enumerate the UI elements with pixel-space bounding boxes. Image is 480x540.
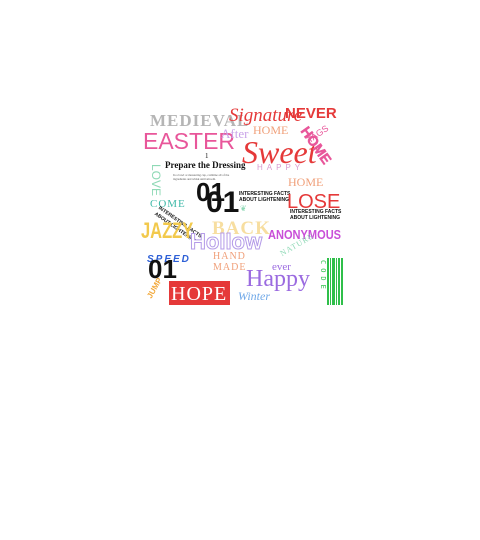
signature-word: Signature bbox=[229, 105, 303, 126]
step-number: 1 bbox=[205, 152, 209, 160]
ever-word: ever bbox=[272, 261, 291, 273]
made-word: MADE bbox=[213, 262, 247, 273]
come-word: COME bbox=[150, 198, 186, 210]
prepare-title: Prepare the Dressing bbox=[165, 160, 246, 170]
hope-word: HOPE bbox=[171, 283, 228, 305]
happy-small-word: HAPPY bbox=[257, 163, 305, 172]
easter-word: EASTER bbox=[143, 128, 236, 154]
barcode-graphic bbox=[327, 258, 343, 305]
lose-word: LOSE bbox=[287, 191, 341, 213]
medieval-word: MEDIEVAL bbox=[150, 111, 250, 130]
number-large: 01 bbox=[206, 186, 240, 219]
number-small: 01 bbox=[196, 177, 225, 207]
happy-word: Happy bbox=[246, 266, 310, 292]
facts-1-line2: ABOUT LIGHTENING bbox=[239, 197, 289, 203]
speed-word: SPEED bbox=[147, 254, 191, 265]
back-word: BACK bbox=[212, 218, 271, 239]
prepare-text: In a bowl or measuring cup, combine all … bbox=[173, 173, 230, 181]
winter-word: Winter bbox=[238, 289, 270, 303]
hand-word: HAND bbox=[213, 251, 246, 262]
number-bottom: 01 bbox=[148, 254, 177, 284]
home-top-word: HOME bbox=[253, 123, 289, 137]
code-vertical-word: CODE bbox=[319, 260, 327, 293]
jazzy-word: JAZZY bbox=[141, 218, 194, 243]
hollow-word: Hollow bbox=[189, 229, 263, 254]
leaf-scribble: ❦ bbox=[240, 204, 247, 213]
word-collage bbox=[140, 100, 350, 312]
home-right-word: HOME bbox=[288, 175, 324, 189]
sweet-word: Sweet bbox=[242, 134, 317, 170]
never-word: NEVER bbox=[285, 105, 337, 122]
facts-1-line1: INTERESTING FACTS bbox=[239, 191, 291, 197]
facts-2-line1: INTERESTING FACTS bbox=[290, 209, 342, 215]
after-word: After bbox=[221, 126, 249, 141]
facts-2-line2: ABOUT LIGHTENING bbox=[290, 215, 340, 221]
hope-label-background bbox=[169, 281, 230, 305]
anonymous-word: ANONYMOUS bbox=[268, 227, 342, 242]
love-vertical-word: LOVE bbox=[149, 164, 163, 197]
